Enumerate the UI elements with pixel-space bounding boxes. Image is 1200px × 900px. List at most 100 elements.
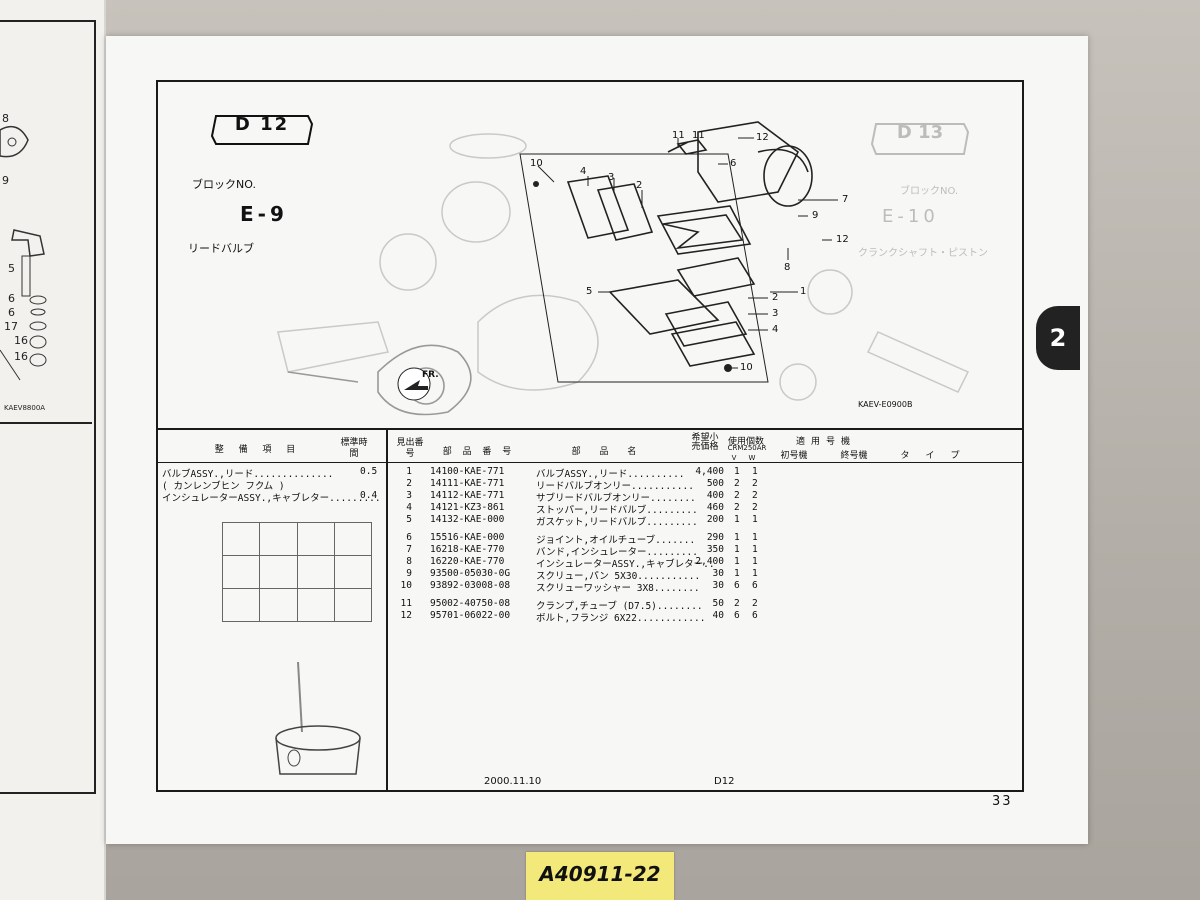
diagram-callout: 3 bbox=[772, 308, 779, 319]
part-number: 14100-KAE-771 bbox=[430, 466, 505, 477]
qty-v: 1 bbox=[734, 556, 740, 567]
part-ref: 8 bbox=[406, 556, 412, 567]
ghost-grid bbox=[221, 522, 373, 622]
qty-v: 2 bbox=[734, 502, 740, 513]
ghost-page-code: D 13 bbox=[896, 122, 944, 143]
qty-w: 1 bbox=[752, 544, 758, 555]
diagram-callout: 12 bbox=[756, 132, 769, 143]
left-callout: 16 bbox=[14, 334, 28, 347]
left-callout: 8 bbox=[2, 112, 9, 125]
work-item-name: バルブASSY.,リード.............. bbox=[162, 469, 334, 480]
diagram-callout: 4 bbox=[772, 324, 779, 335]
part-ref: 5 bbox=[406, 514, 412, 525]
left-callout: 5 bbox=[8, 262, 15, 275]
diagram-callout: 12 bbox=[836, 234, 849, 245]
left-callout: 9 bbox=[2, 174, 9, 187]
diagram-callout: 11 bbox=[672, 130, 685, 141]
part-name: クランプ,チューブ (D7.5)........ bbox=[536, 601, 703, 612]
part-price: 350 bbox=[706, 544, 724, 555]
diagram-callout: 2 bbox=[772, 292, 779, 303]
qty-w: 2 bbox=[752, 478, 758, 489]
part-number: 93500-05030-0G bbox=[430, 568, 511, 579]
part-ref: 11 bbox=[400, 598, 412, 609]
part-price: 2,400 bbox=[695, 556, 724, 567]
part-number: 14121-KZ3-861 bbox=[430, 502, 505, 513]
part-ref: 4 bbox=[406, 502, 412, 513]
part-price: 30 bbox=[712, 580, 724, 591]
part-price: 400 bbox=[706, 490, 724, 501]
part-ref: 3 bbox=[406, 490, 412, 501]
header-model: CRM250AR bbox=[727, 444, 767, 452]
footer-code: D12 bbox=[714, 776, 735, 787]
front-arrow-icon bbox=[397, 367, 431, 401]
part-price: 30 bbox=[712, 568, 724, 579]
diagram-callout: 1 bbox=[800, 286, 807, 297]
part-number: 16220-KAE-770 bbox=[430, 556, 505, 567]
part-number: 15516-KAE-000 bbox=[430, 532, 505, 543]
qty-v: 2 bbox=[734, 478, 740, 489]
part-ref: 1 bbox=[406, 466, 412, 477]
header-qty: 使用個数 bbox=[727, 437, 764, 447]
work-item-time: 0.4 bbox=[360, 490, 378, 501]
qty-w: 1 bbox=[752, 568, 758, 579]
part-ref: 6 bbox=[406, 532, 412, 543]
col-divider bbox=[386, 430, 388, 790]
qty-v: 1 bbox=[734, 514, 740, 525]
part-name: ガスケット,リードバルブ......... bbox=[536, 517, 698, 528]
part-price: 290 bbox=[706, 532, 724, 543]
left-callout: 16 bbox=[14, 350, 28, 363]
diagram-callout: 5 bbox=[586, 286, 593, 297]
diagram-callout: 7 bbox=[842, 194, 849, 205]
part-number: 93892-03008-08 bbox=[430, 580, 511, 591]
catalog-page bbox=[106, 36, 1088, 844]
part-name: リードバルブオンリー........... bbox=[536, 481, 694, 492]
header-last: 終号機 bbox=[840, 451, 868, 461]
left-divider bbox=[0, 422, 92, 424]
part-price: 4,400 bbox=[695, 466, 724, 477]
diagram-code: KAEV-E0900B bbox=[858, 400, 913, 409]
qty-w: 1 bbox=[752, 514, 758, 525]
part-number: 95002-40750-08 bbox=[430, 598, 511, 609]
part-number: 14111-KAE-771 bbox=[430, 478, 505, 489]
ghost-block-label: ブロックNO. bbox=[900, 186, 959, 197]
inventory-sticker: A40911-22 bbox=[526, 852, 674, 900]
diagram-callout: 11 bbox=[692, 130, 705, 141]
part-ref: 7 bbox=[406, 544, 412, 555]
work-item-name: ( カンレンブヒン フクム ) bbox=[162, 481, 285, 492]
page-frame: D 12 ブロックNO. E-9 リードバルブ D 13 ブロックNO. E-1… bbox=[156, 80, 1024, 792]
diagram-callout: 8 bbox=[784, 262, 791, 273]
exploded-diagram-panel: D 12 ブロックNO. E-9 リードバルブ D 13 ブロックNO. E-1… bbox=[158, 82, 1022, 430]
part-ref: 10 bbox=[400, 580, 412, 591]
qty-v: 2 bbox=[734, 490, 740, 501]
qty-w: 6 bbox=[752, 610, 758, 621]
part-name: サブリードバルブオンリー........ bbox=[536, 493, 696, 504]
header-rule bbox=[158, 462, 1022, 463]
part-group-title: リードバルブ bbox=[188, 242, 254, 255]
part-price: 50 bbox=[712, 598, 724, 609]
qty-v: 6 bbox=[734, 610, 740, 621]
part-ref: 9 bbox=[406, 568, 412, 579]
qty-w: 2 bbox=[752, 502, 758, 513]
part-name: バンド,インシュレーター......... bbox=[536, 547, 698, 558]
page-code: D 12 bbox=[234, 114, 290, 135]
left-page-diagram bbox=[0, 125, 47, 381]
part-name: ジョイント,オイルチューブ....... bbox=[536, 535, 696, 546]
work-item-name: インシュレーターASSY.,キャブレター......... bbox=[162, 493, 381, 504]
diagram-callout: 4 bbox=[580, 166, 587, 177]
qty-w: 6 bbox=[752, 580, 758, 591]
part-name: スクリュー,パン 5X30........... bbox=[536, 571, 701, 582]
diagram-callout: 3 bbox=[608, 172, 615, 183]
ghost-block-number: E-10 bbox=[882, 206, 939, 227]
qty-v: 1 bbox=[734, 466, 740, 477]
part-number: 95701-06022-00 bbox=[430, 610, 511, 621]
page-code-badge: D 12 bbox=[210, 114, 314, 146]
qty-w: 1 bbox=[752, 466, 758, 477]
header-first: 初号機 bbox=[780, 451, 808, 461]
part-name: ストッパー,リードバルブ......... bbox=[536, 505, 698, 516]
piston-sketch bbox=[275, 662, 361, 775]
part-number: 16218-KAE-770 bbox=[430, 544, 505, 555]
parts-table: 整 備 項 目 標準時間 見出番号 部 品 番 号 部 品 名 希望小売価格 使… bbox=[158, 430, 1022, 790]
header-ref-no: 見出番号 bbox=[396, 438, 424, 459]
ghost-part-group: クランクシャフト・ピストン bbox=[858, 248, 988, 259]
header-work-item: 整 備 項 目 bbox=[214, 445, 302, 455]
